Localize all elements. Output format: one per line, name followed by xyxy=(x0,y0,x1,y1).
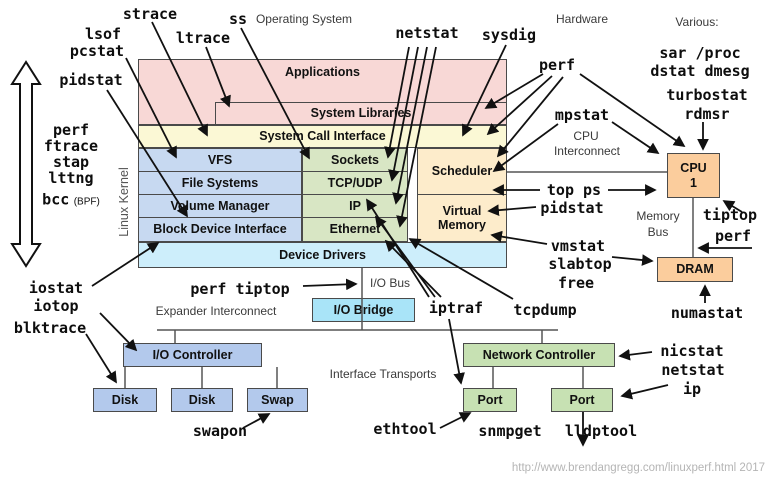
tool-label-perf-left: perf xyxy=(52,121,90,139)
tool-label-lldptool: lldptool xyxy=(564,422,638,440)
tool-label-numastat: numastat xyxy=(670,304,744,322)
tool-label-stap: stap xyxy=(52,153,90,171)
tool-label-pidstat-left: pidstat xyxy=(59,71,123,89)
label-operating-system: Operating System xyxy=(255,12,353,26)
tool-label-tiptop: tiptop xyxy=(702,206,758,224)
tool-label-perf-right: perf xyxy=(714,227,752,245)
kernel-box-sockets: Sockets xyxy=(302,148,408,172)
tool-label-slabtop: slabtop xyxy=(548,255,612,273)
arrow-iptraf-to-port1 xyxy=(448,318,465,385)
hw-box-port-1: Port xyxy=(463,388,517,412)
arrow-vmstat-to-dram xyxy=(611,254,654,266)
tool-label-iostat: iostat xyxy=(28,279,84,297)
label-io-bus: I/O Bus xyxy=(369,276,411,290)
tool-label-swapon: swapon xyxy=(192,422,248,440)
label-cpu-interconnect-1: CPU xyxy=(573,129,599,143)
tool-label-vmstat: vmstat xyxy=(550,237,606,255)
hw-box-port-2: Port xyxy=(551,388,613,412)
tool-label-sar-proc: sar /proc xyxy=(659,44,741,62)
tool-label-snmpget: snmpget xyxy=(478,422,542,440)
tool-label-ethtool: ethtool xyxy=(373,420,437,438)
kernel-box-system-call-interface: System Call Interface xyxy=(138,125,507,148)
kernel-box-ethernet: Ethernet xyxy=(302,217,408,242)
hw-box-io-bridge: I/O Bridge xyxy=(312,298,415,322)
hw-box-swap: Swap xyxy=(247,388,308,412)
label-hardware: Hardware xyxy=(555,12,609,26)
hw-box-disk-2: Disk xyxy=(171,388,233,412)
arrow-blktrace-to-disk xyxy=(85,333,117,384)
kernel-box-volume-manager: Volume Manager xyxy=(138,194,302,218)
tool-label-iotop: iotop xyxy=(33,297,79,315)
hw-box-io-controller: I/O Controller xyxy=(123,343,262,367)
hw-box-network-controller: Network Controller xyxy=(463,343,615,367)
kernel-box-block-device-interface: Block Device Interface xyxy=(138,217,302,242)
hw-box-dram: DRAM xyxy=(657,257,733,282)
tool-label-netstat-top: netstat xyxy=(395,24,459,42)
full-stack-double-arrow xyxy=(10,60,42,268)
tool-label-perf-tiptop: perf tiptop xyxy=(190,280,290,298)
kernel-box-scheduler: Scheduler xyxy=(417,148,507,195)
tool-label-mpstat: mpstat xyxy=(554,106,610,124)
tool-label-pcstat: pcstat xyxy=(69,42,125,60)
tool-label-nicstat: nicstat xyxy=(660,342,724,360)
kernel-box-ip: IP xyxy=(302,194,408,218)
kernel-box-virtual-memory: Virtual Memory xyxy=(417,194,507,242)
arrow-perf-tiptop-to-io-bus xyxy=(302,278,358,291)
label-cpu-interconnect-2: Interconnect xyxy=(553,144,621,158)
hw-box-cpu: CPU 1 xyxy=(667,153,720,198)
arrow-nicstat-to-network-controller xyxy=(618,348,653,361)
tool-label-ftrace: ftrace xyxy=(43,137,99,155)
tool-label-pidstat-mid: pidstat xyxy=(540,199,604,217)
tool-label-lsof: lsof xyxy=(84,25,122,43)
tool-label-sysdig: sysdig xyxy=(481,26,537,44)
tool-label-top-ps: top ps xyxy=(546,181,602,199)
arrow-ip-to-port2 xyxy=(620,384,669,400)
kernel-box-file-systems: File Systems xyxy=(138,171,302,195)
tool-label-netstat-right: netstat xyxy=(661,361,725,379)
label-memory-bus-1: Memory xyxy=(636,209,680,223)
label-linux-kernel: Linux Kernel xyxy=(117,167,131,237)
label-various: Various: xyxy=(675,15,719,29)
label-memory-bus-2: Bus xyxy=(647,225,669,239)
tool-label-iptraf: iptraf xyxy=(428,299,484,317)
label-expander-interconnect: Expander Interconnect xyxy=(155,304,277,318)
kernel-box-system-libraries: System Libraries xyxy=(215,102,507,125)
tool-label-bcc: bcc xyxy=(42,190,70,209)
tool-label-blktrace: blktrace xyxy=(13,319,87,337)
kernel-box-tcp-udp: TCP/UDP xyxy=(302,171,408,195)
kernel-box-vfs: VFS xyxy=(138,148,302,172)
tool-label-ip: ip xyxy=(682,380,702,398)
tool-label-strace: strace xyxy=(122,5,178,23)
tool-label-lttng: lttng xyxy=(48,169,94,187)
label-interface-transports: Interface Transports xyxy=(329,367,437,381)
hw-box-disk-1: Disk xyxy=(93,388,157,412)
tool-label-tcpdump: tcpdump xyxy=(513,301,577,319)
arrow-ethtool-to-port1 xyxy=(439,412,472,429)
credit-url: http://www.brendangregg.com/linuxperf.ht… xyxy=(511,462,765,474)
tool-label-rdmsr: rdmsr xyxy=(684,105,730,123)
tool-label-ltrace: ltrace xyxy=(175,29,231,47)
tool-label-bcc-bpf: bcc (BPF) xyxy=(42,191,100,210)
tool-label-free: free xyxy=(557,274,595,292)
tool-label-perf-top: perf xyxy=(538,56,576,74)
tool-label-dstat-dmesg: dstat dmesg xyxy=(650,62,750,80)
tool-label-turbostat: turbostat xyxy=(666,86,748,104)
kernel-box-device-drivers: Device Drivers xyxy=(138,242,507,268)
tool-label-bpf: (BPF) xyxy=(73,196,100,208)
tool-label-ss: ss xyxy=(228,10,248,28)
